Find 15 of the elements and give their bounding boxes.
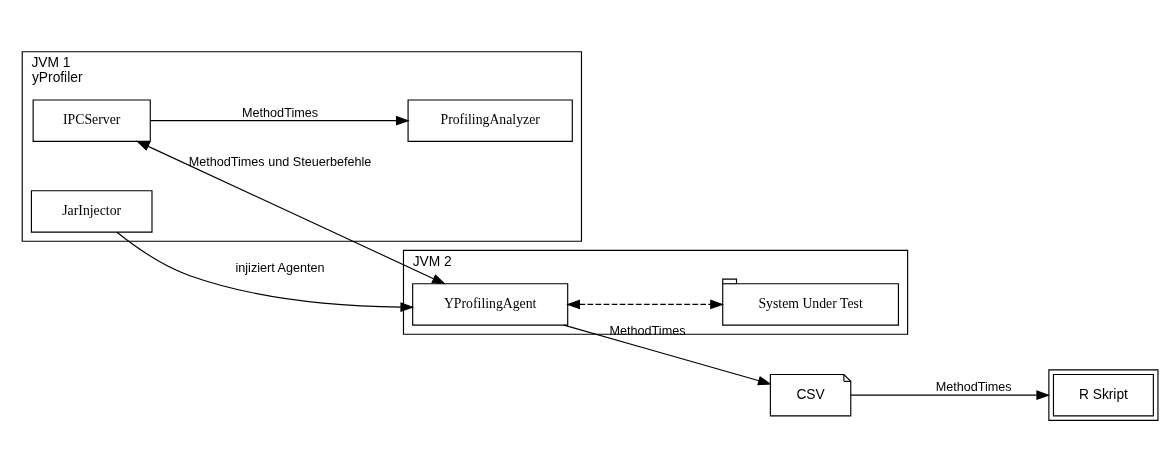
node-box: YProfilingAgent xyxy=(412,283,569,326)
arrow xyxy=(563,324,772,386)
arrow xyxy=(135,140,446,285)
edge-label: MethodTimes xyxy=(242,106,319,121)
node-box: R Skript xyxy=(1048,369,1159,421)
edge-label: MethodTimes und Steuerbefehle xyxy=(188,155,372,170)
node-box: JarInjector xyxy=(30,190,153,233)
arrow xyxy=(149,115,410,126)
arrow xyxy=(116,231,415,312)
arrow xyxy=(566,299,724,310)
edge-label: injiziert Agenten xyxy=(235,261,325,276)
arrow xyxy=(850,390,1051,400)
node-box: IPCServer xyxy=(32,99,151,142)
edge-label: MethodTimes xyxy=(935,380,1012,395)
node-box: ProfilingAnalyzer xyxy=(407,99,573,142)
